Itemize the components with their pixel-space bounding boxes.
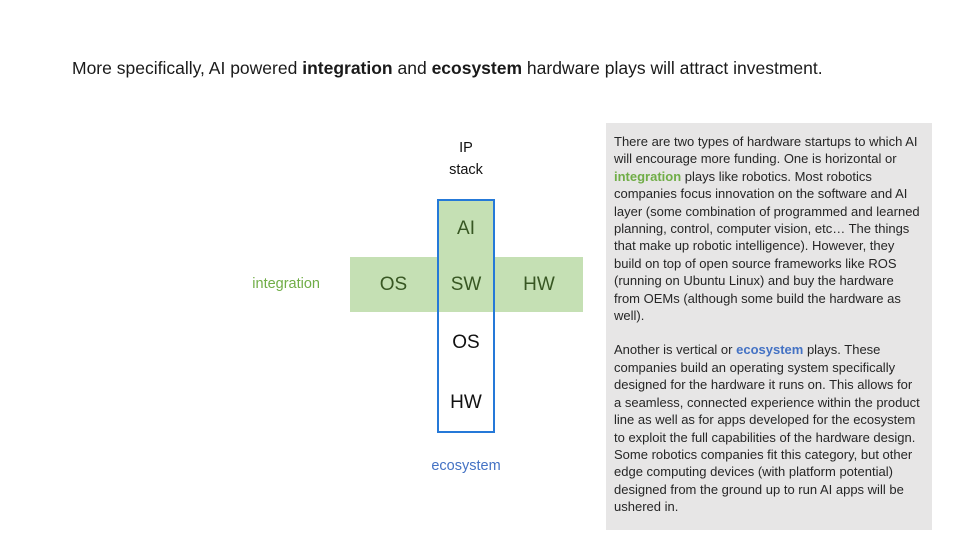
notes-paragraph-1: There are two types of hardware startups… bbox=[614, 133, 923, 324]
title-bold-ecosystem: ecosystem bbox=[431, 58, 523, 78]
stack-cell-ai: AI bbox=[457, 218, 475, 239]
title-bold-integration: integration bbox=[302, 58, 393, 78]
notes-p1-text: plays like robotics. Most robotics compa… bbox=[614, 168, 920, 324]
ecosystem-stack-rect: AI SW OS HW bbox=[437, 199, 495, 433]
stack-cell-sw: SW bbox=[450, 273, 482, 295]
title-text: hardware plays will attract investment. bbox=[522, 58, 823, 78]
notes-p2-text: plays. These companies build an operatin… bbox=[614, 342, 920, 515]
notes-p1-highlight-integration: integration bbox=[614, 168, 682, 184]
notes-panel: There are two types of hardware startups… bbox=[606, 123, 932, 530]
title-text: More specifically, AI powered bbox=[72, 58, 303, 78]
slide-title: More specifically, AI powered integratio… bbox=[72, 55, 842, 81]
notes-paragraph-2: Another is vertical or ecosystem plays. … bbox=[614, 341, 923, 515]
stack-cell-os: OS bbox=[452, 332, 480, 353]
bar-cell-hw: HW bbox=[523, 273, 555, 295]
ip-stack-caption: IP stack bbox=[407, 137, 525, 181]
notes-p2-highlight-ecosystem: ecosystem bbox=[736, 342, 804, 358]
integration-label: integration bbox=[252, 276, 320, 292]
ip-stack-caption-line2: stack bbox=[449, 162, 483, 178]
ip-stack-caption-line1: IP bbox=[459, 140, 473, 156]
notes-p1-text: There are two types of hardware startups… bbox=[614, 134, 918, 167]
stack-cell-hw: HW bbox=[450, 391, 482, 413]
notes-p2-text: Another is vertical or bbox=[614, 342, 737, 358]
title-text: and bbox=[392, 58, 432, 78]
ecosystem-label: ecosystem bbox=[431, 458, 501, 474]
bar-cell-os: OS bbox=[379, 273, 408, 295]
